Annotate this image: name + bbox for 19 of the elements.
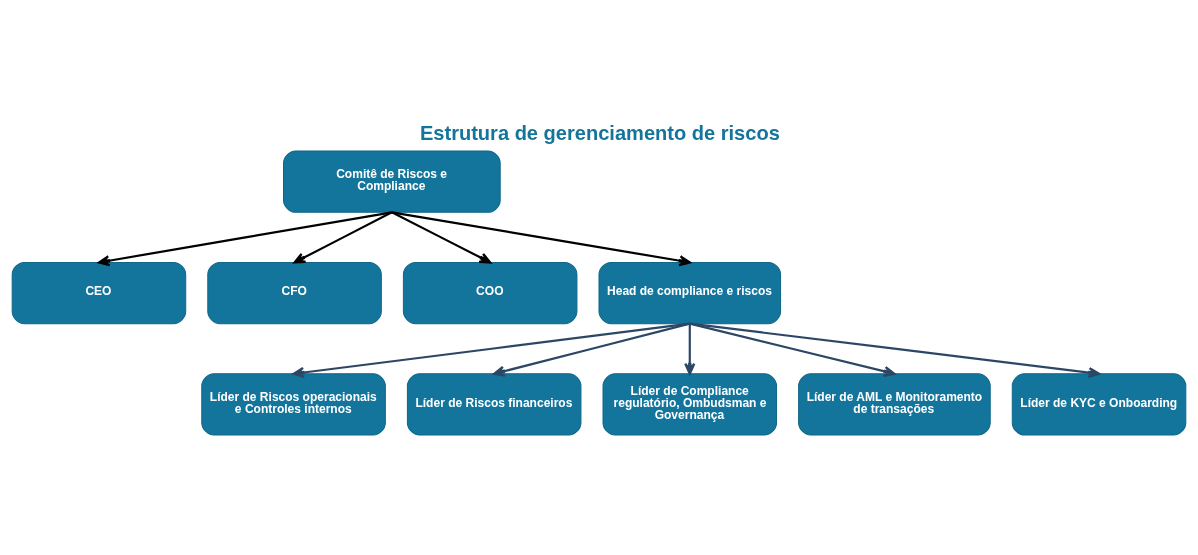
arrow [293,210,393,264]
diagram-title: Estrutura de gerenciamento de riscos [419,121,780,144]
node-box: Head de compliance e riscos [598,261,782,324]
arrow [493,322,691,377]
arrow [292,322,690,378]
node-box: CFO [207,261,382,324]
node-box: CEO [11,261,187,324]
arrow [689,322,896,377]
arrow [391,210,691,266]
node-box: Líder de AML e Monitoramento de transações [798,372,991,435]
node-box: COO [402,261,578,324]
node-box: Líder de Compliance regulatório, Ombudsman e Governança [602,372,778,435]
arrow [97,210,393,266]
node-box: Líder de KYC e Onboarding [1011,372,1187,435]
arrow [684,323,696,375]
arrow [689,322,1101,378]
node-box: Líder de Riscos financeiros [406,372,582,435]
node-box: Comitê de Riscos e Compliance [283,150,501,213]
node-box: Líder de Riscos operacionais e Controles internos [201,372,386,435]
